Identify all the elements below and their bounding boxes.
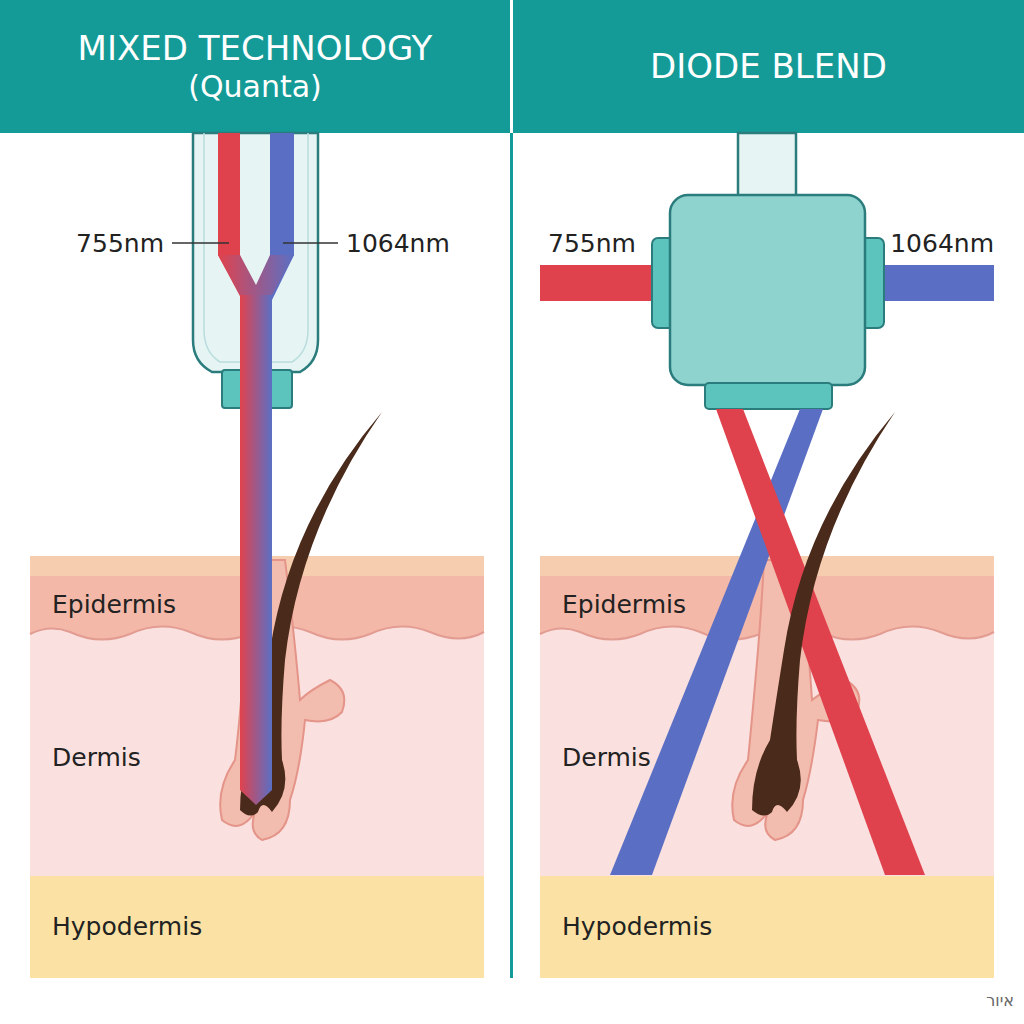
- wavelength-label: 1064nm: [890, 229, 994, 258]
- panel-divider: [510, 133, 513, 978]
- wavelength-label: 1064nm: [346, 229, 450, 258]
- panel-title: DIODE BLEND: [650, 46, 887, 87]
- handpiece-left: [172, 133, 338, 805]
- device-right: [540, 133, 994, 875]
- watermark: איור: [986, 991, 1014, 1010]
- skin-layer-band: Dermis: [540, 640, 994, 875]
- wavelength-label: 755nm: [76, 229, 164, 258]
- header-band: [0, 0, 1024, 133]
- panel-title: MIXED TECHNOLOGY: [78, 28, 433, 69]
- panel-header: DIODE BLEND: [513, 0, 1024, 133]
- layer-name: Dermis: [52, 743, 141, 773]
- layer-name: Hypodermis: [52, 912, 202, 942]
- wavelength-label: 755nm: [548, 229, 636, 258]
- layer-name: Dermis: [562, 743, 651, 773]
- layer-name: Hypodermis: [562, 912, 712, 942]
- layer-name: Epidermis: [562, 590, 686, 620]
- skin-layer-band: Hypodermis: [30, 875, 484, 978]
- skin-layer-band: Dermis: [30, 640, 484, 875]
- panel-subtitle: (Quanta): [188, 69, 322, 105]
- skin-layer-band: Epidermis: [540, 576, 994, 634]
- skin-layer-band: Epidermis: [30, 576, 484, 634]
- layer-name: Epidermis: [52, 590, 176, 620]
- panel-header: MIXED TECHNOLOGY(Quanta): [0, 0, 510, 133]
- header-divider: [510, 0, 513, 133]
- skin-layer-band: Hypodermis: [540, 875, 994, 978]
